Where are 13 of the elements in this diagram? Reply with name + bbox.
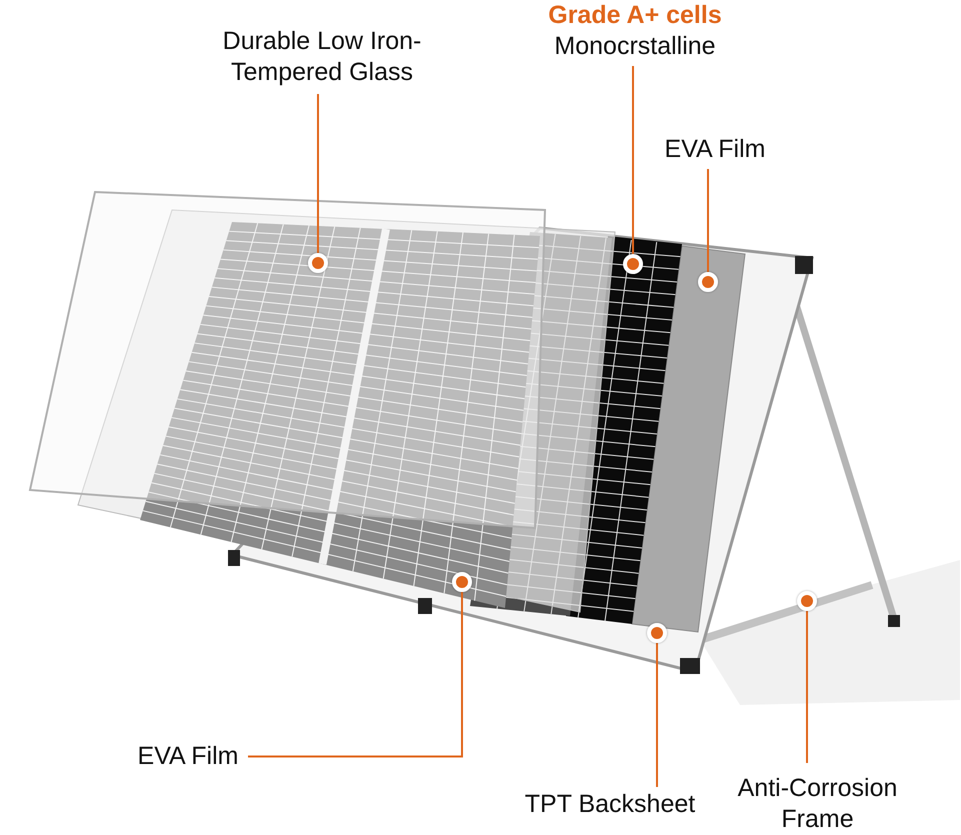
leader-line <box>707 169 709 272</box>
callout-label: Durable Low Iron-Tempered Glass <box>222 26 422 88</box>
callout-label: EVA Film <box>136 741 240 772</box>
callout-label: Anti-Corrosion Frame <box>736 773 898 835</box>
leader-line <box>317 94 319 253</box>
callout-label: Monocrstalline <box>553 31 717 62</box>
leader-line <box>806 611 808 763</box>
leader-line <box>656 643 658 787</box>
callout-label: TPT Backsheet <box>524 789 696 820</box>
callout-label: EVA Film <box>664 134 766 165</box>
callout-heading: Grade A+ cells <box>547 0 723 31</box>
leader-line <box>632 66 634 254</box>
leader-line <box>248 592 463 758</box>
